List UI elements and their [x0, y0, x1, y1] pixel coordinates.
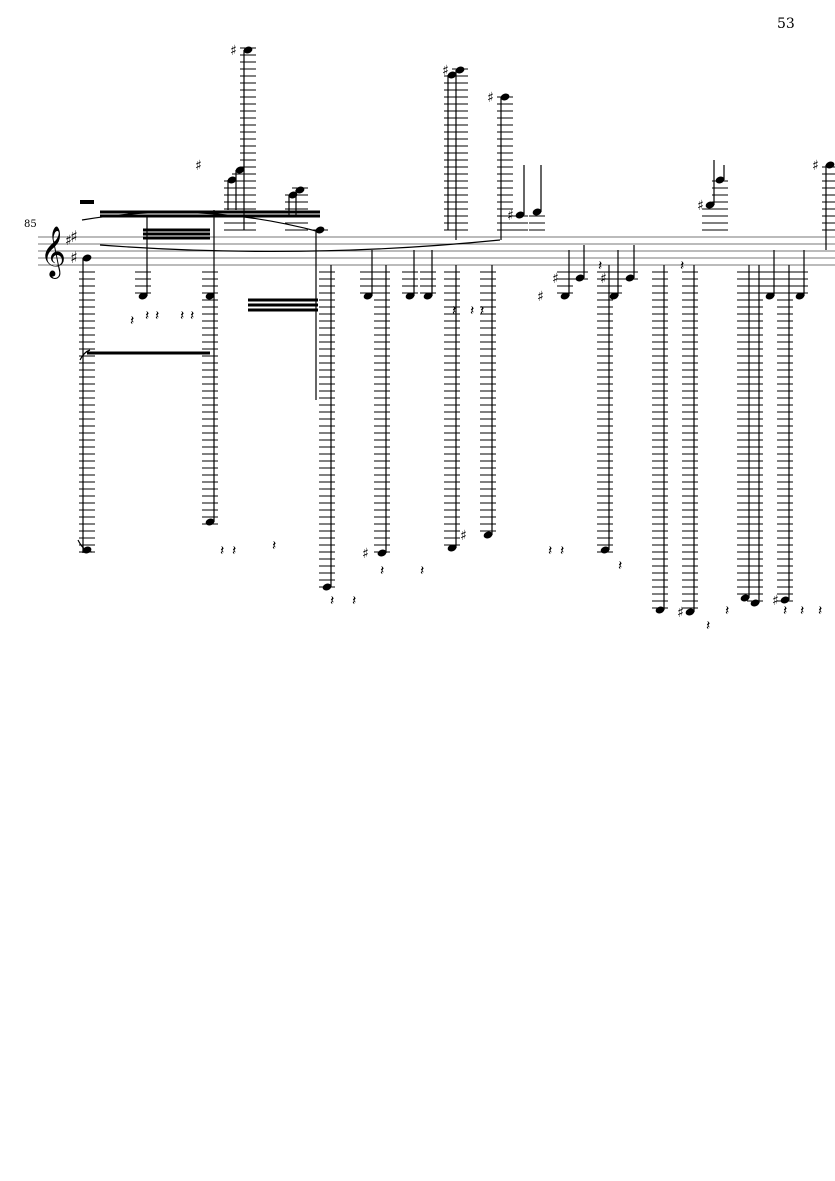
measure-number: 85 — [24, 219, 37, 230]
page-number: 53 — [777, 16, 795, 32]
rest-icon: 𝄽 — [452, 303, 456, 319]
notehead — [405, 292, 415, 300]
notehead — [560, 292, 570, 300]
sharp-icon: ♯ — [812, 158, 819, 174]
sharp-icon: ♯ — [362, 546, 369, 562]
notehead — [575, 274, 585, 282]
rest-icon: 𝄽 — [352, 593, 356, 609]
notehead — [705, 201, 715, 209]
rest-icon: 𝄽 — [680, 258, 684, 274]
sharp-icon: ♯ — [195, 158, 202, 174]
notehead — [532, 208, 542, 216]
sharp-icon: ♯ — [442, 63, 449, 79]
notehead — [82, 254, 92, 262]
rest-icon: 𝄽 — [800, 603, 804, 619]
notehead — [227, 176, 237, 184]
sharp-icon: ♯ — [772, 593, 779, 609]
sharp-icon: ♯ — [697, 198, 704, 214]
key-signature-sharp-icon: ♯ — [70, 227, 78, 246]
notehead — [447, 71, 457, 79]
rest-icon: 𝄽 — [130, 313, 134, 329]
notehead — [205, 292, 215, 300]
rest-icon: 𝄽 — [420, 563, 424, 579]
notehead — [625, 274, 635, 282]
notehead — [685, 608, 695, 616]
notehead — [795, 292, 805, 300]
notehead — [780, 596, 790, 604]
slur — [79, 349, 91, 361]
rest-icon: 𝄽 — [598, 258, 602, 274]
rest-icon: 𝄽 — [380, 563, 384, 579]
rest-icon: 𝄽 — [145, 308, 149, 324]
rest-icon: 𝄽 — [725, 603, 729, 619]
rest-icon: 𝄽 — [220, 543, 224, 559]
notehead — [515, 211, 525, 219]
rest-icon: 𝄽 — [560, 543, 564, 559]
sharp-icon: ♯ — [487, 90, 494, 106]
notehead — [377, 549, 387, 557]
sharp-icon: ♯ — [537, 289, 544, 305]
notehead — [609, 292, 619, 300]
rest-icon: 𝄽 — [190, 308, 194, 324]
sharp-icon: ♯ — [230, 43, 237, 59]
notehead — [765, 292, 775, 300]
notehead — [363, 292, 373, 300]
slur — [81, 211, 321, 233]
sharp-icon: ♯ — [552, 271, 559, 287]
slur — [77, 539, 93, 553]
staff-lines — [38, 236, 835, 266]
notehead — [483, 531, 493, 539]
rest-icon: 𝄽 — [818, 603, 822, 619]
rest-icon: 𝄽 — [548, 543, 552, 559]
notehead — [423, 292, 433, 300]
notehead — [740, 594, 750, 602]
rest-icon: 𝄽 — [470, 303, 474, 319]
treble-clef-icon: 𝄞 — [40, 226, 66, 279]
rest-icon: 𝄽 — [232, 543, 236, 559]
sharp-icon: ♯ — [65, 233, 72, 249]
notehead — [235, 166, 245, 174]
rest-icon: 𝄽 — [155, 308, 159, 324]
rest-icon: 𝄽 — [272, 538, 276, 554]
sharp-icon: ♯ — [677, 605, 684, 621]
sharp-icon: ♯ — [460, 528, 467, 544]
rest-icon: 𝄽 — [480, 303, 484, 319]
rest-icon: 𝄽 — [783, 603, 787, 619]
rest-icon: 𝄽 — [706, 618, 710, 634]
notehead — [455, 66, 465, 74]
notehead — [715, 176, 725, 184]
sharp-icon: ♯ — [507, 208, 514, 224]
sharp-icon: ♯ — [600, 271, 607, 287]
rest-icon: 𝄽 — [618, 558, 622, 574]
key-signature-sharp-icon: ♯ — [70, 248, 78, 267]
rest-icon: 𝄽 — [330, 593, 334, 609]
slur — [99, 239, 501, 253]
notehead — [138, 292, 148, 300]
rest-icon: 𝄽 — [180, 308, 184, 324]
notes: ♯♯♯♯♯♯♯♯♯♯♯♯♯♯♯𝄽𝄽𝄽𝄽𝄽𝄽𝄽𝄽𝄽𝄽𝄽𝄽𝄽𝄽𝄽𝄽𝄽𝄽𝄽𝄽𝄽𝄽𝄽𝄽𝄽 — [65, 43, 835, 634]
whole-rest — [80, 200, 94, 204]
notehead — [447, 544, 457, 552]
